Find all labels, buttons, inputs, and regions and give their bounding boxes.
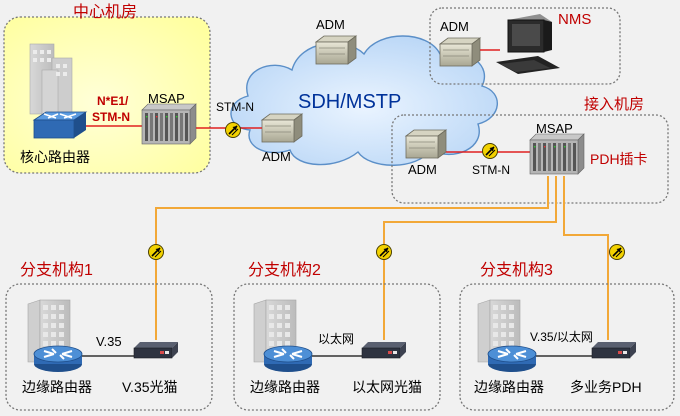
core-router-label: 核心路由器	[20, 149, 90, 165]
adm-box-icon	[261, 113, 303, 143]
access-room-title: 接入机房	[584, 96, 645, 113]
sdh-mstp-label: SDH/MSTP	[298, 91, 402, 113]
adm-access-label: ADM	[408, 162, 437, 177]
adm-nms-label: ADM	[440, 19, 469, 34]
fiber-connector-icon	[481, 142, 499, 160]
adm-box-icon	[405, 129, 447, 159]
branch2-router-label: 边缘路由器	[250, 379, 320, 395]
fiber-lines	[155, 176, 609, 340]
branch2-frame	[233, 283, 441, 411]
branch3-title: 分支机构3	[480, 262, 553, 279]
msap-access-label: MSAP	[536, 121, 573, 136]
branch1-router-label: 边缘路由器	[22, 379, 92, 395]
router-icon	[487, 345, 537, 373]
nms-label: NMS	[558, 11, 592, 28]
ne1-label-line1: N*E1/	[97, 94, 129, 108]
branch1-title: 分支机构1	[20, 262, 93, 279]
router-icon	[33, 345, 83, 373]
adm-top-label: ADM	[316, 17, 345, 32]
stm-access-label: STM-N	[472, 163, 510, 177]
nms-computer-icon	[496, 14, 560, 74]
branch3-router-label: 边缘路由器	[474, 379, 544, 395]
branch1-modem-label: V.35光猫	[122, 379, 178, 395]
fiber-connector-icon	[147, 243, 165, 261]
ne1-label-line2: STM-N	[92, 110, 130, 124]
branch1-frame	[5, 283, 213, 411]
branch2-link-label: 以太网	[318, 332, 355, 346]
msap-rack-icon	[529, 133, 585, 175]
msap-rack-icon	[141, 103, 197, 145]
modem-icon	[591, 341, 637, 359]
central-room-title: 中心机房	[73, 4, 138, 21]
branch3-modem-label: 多业务PDH	[570, 379, 642, 395]
adm-left-label: ADM	[262, 149, 291, 164]
fiber-connector-icon	[608, 243, 626, 261]
adm-box-icon	[315, 35, 357, 65]
branch2-modem-label: 以太网光猫	[352, 379, 422, 395]
branch3-frame	[459, 283, 675, 411]
branch1-link-label: V.35	[96, 334, 122, 349]
modem-icon	[133, 341, 179, 359]
branch2-title: 分支机构2	[248, 262, 321, 279]
adm-box-icon	[439, 37, 481, 67]
pdh-card-label: PDH插卡	[590, 151, 648, 167]
modem-icon	[361, 341, 407, 359]
branch3-link-label: V.35/以太网	[530, 330, 593, 344]
msap-central-label: MSAP	[148, 91, 185, 106]
router-icon	[263, 345, 313, 373]
stm-central-label: STM-N	[216, 100, 254, 114]
access-room-frame	[391, 114, 669, 204]
fiber-connector-icon	[224, 121, 242, 139]
fiber-connector-icon	[375, 243, 393, 261]
router-icon	[32, 111, 88, 139]
